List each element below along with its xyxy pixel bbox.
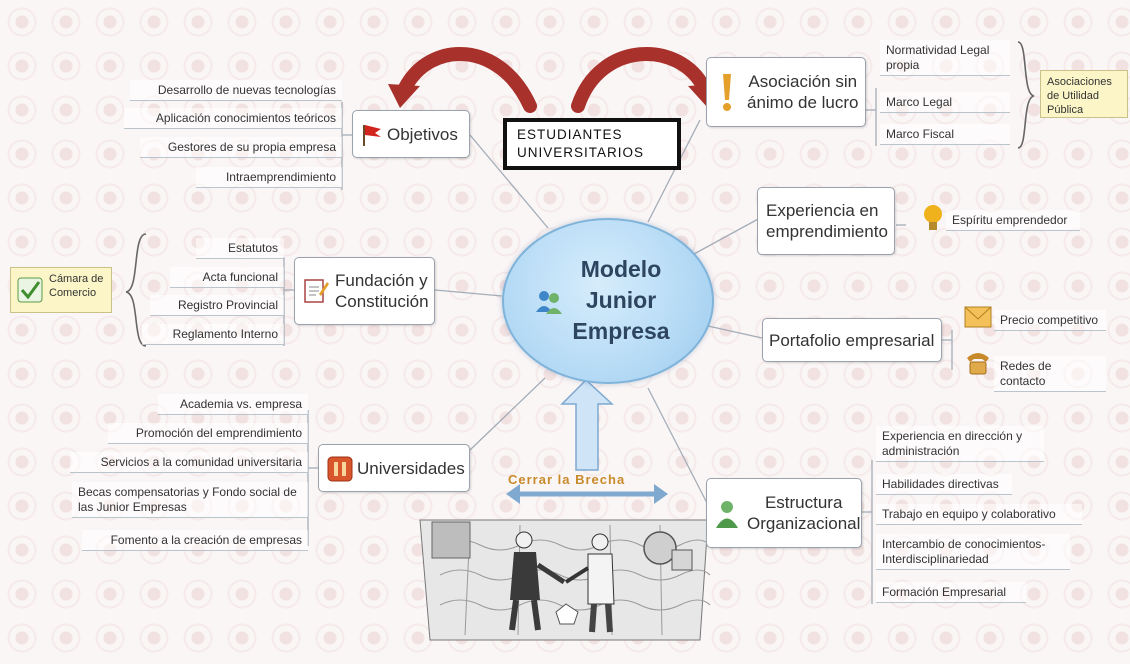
bridge-double-arrow	[506, 484, 668, 504]
fundacion-item[interactable]: Registro Provincial	[150, 295, 284, 316]
objetivos-label: Objetivos	[387, 124, 458, 144]
checkmark-icon	[17, 277, 43, 303]
fundacion-item[interactable]: Acta funcional	[170, 267, 284, 288]
fundacion-line-2: Constitución	[335, 292, 429, 311]
asociacion-item[interactable]: Normatividad Legal propia	[880, 40, 1010, 76]
central-node-title: Modelo Junior Empresa	[566, 254, 676, 347]
envelope-icon	[964, 306, 992, 328]
cerrar-la-brecha-label: Cerrar la Brecha	[508, 472, 626, 487]
estructura-item[interactable]: Formación Empresarial	[876, 582, 1026, 603]
center-line-1: Modelo	[580, 256, 662, 282]
universidades-item[interactable]: Promoción del emprendimiento	[108, 423, 308, 444]
asociacion-item[interactable]: Marco Fiscal	[880, 124, 1010, 145]
brace-asociacion	[1017, 41, 1035, 149]
experiencia-line-1: Experiencia en	[766, 201, 879, 220]
objetivos-node[interactable]: Objetivos	[352, 110, 470, 158]
camara-comercio-label: Cámara de Comercio	[49, 273, 104, 299]
experiencia-item[interactable]: Espíritu emprendedor	[946, 210, 1080, 231]
objetivos-item[interactable]: Desarrollo de nuevas tecnologías	[130, 80, 342, 101]
bridge-up-arrow	[560, 378, 614, 471]
asociacion-node[interactable]: Asociación sin ánimo de lucro	[706, 57, 866, 127]
camara-comercio-tag[interactable]: Cámara de Comercio	[10, 267, 112, 313]
objetivos-item[interactable]: Intraemprendimiento	[196, 167, 342, 188]
universidades-node[interactable]: Universidades	[318, 444, 470, 492]
universidades-item[interactable]: Becas compensatorias y Fondo social de l…	[72, 482, 308, 518]
center-line-3: Empresa	[572, 318, 670, 344]
universidades-label: Universidades	[357, 458, 465, 478]
universidades-item[interactable]: Academia vs. empresa	[158, 394, 308, 415]
left-curved-arrow	[388, 47, 537, 113]
estructura-line-1: Estructura	[764, 493, 843, 512]
universidades-item[interactable]: Servicios a la comunidad universitaria	[70, 452, 308, 473]
objetivos-item[interactable]: Aplicación conocimientos teóricos	[124, 108, 342, 129]
asociacion-line-2: ánimo de lucro	[747, 93, 859, 112]
central-node[interactable]	[502, 218, 714, 384]
people-icon	[536, 291, 562, 314]
title-line-2: UNIVERSITARIOS	[517, 145, 645, 160]
estudiantes-universitarios-box: ESTUDIANTES UNIVERSITARIOS	[503, 118, 681, 170]
lightbulb-icon	[924, 205, 942, 230]
handshake-illustration	[419, 519, 711, 641]
estructura-node[interactable]: Estructura Organizacional	[706, 478, 862, 548]
experiencia-node[interactable]: Experiencia en emprendimiento	[757, 187, 895, 255]
estructura-item[interactable]: Intercambio de conocimientos-Interdiscip…	[876, 534, 1070, 570]
objetivos-item[interactable]: Gestores de su propia empresa	[140, 137, 342, 158]
person-icon	[716, 501, 738, 528]
estructura-item[interactable]: Habilidades directivas	[876, 474, 1012, 495]
right-curved-arrow	[571, 47, 720, 113]
exclamation-icon	[723, 74, 731, 111]
estructura-line-2: Organizacional	[747, 514, 861, 533]
fundacion-node[interactable]: Fundación y Constitución	[294, 257, 435, 325]
asociaciones-utilidad-tag[interactable]: Asociaciones de Utilidad Pública	[1040, 70, 1128, 118]
estructura-item[interactable]: Trabajo en equipo y colaborativo	[876, 504, 1082, 525]
title-line-1: ESTUDIANTES	[517, 127, 623, 142]
asociacion-line-1: Asociación sin	[748, 72, 858, 91]
portafolio-label: Portafolio empresarial	[769, 330, 935, 350]
red-flag-icon	[363, 125, 381, 146]
portafolio-item[interactable]: Redes de contacto	[994, 356, 1106, 392]
estructura-item[interactable]: Experiencia en dirección y administració…	[876, 426, 1044, 462]
document-edit-icon	[304, 279, 329, 303]
fundacion-line-1: Fundación y	[335, 271, 428, 290]
portafolio-node[interactable]: Portafolio empresarial	[762, 318, 942, 362]
columns-icon	[327, 456, 353, 482]
telephone-icon	[967, 353, 989, 375]
fundacion-item[interactable]: Estatutos	[196, 238, 284, 259]
universidades-item[interactable]: Fomento a la creación de empresas	[82, 530, 308, 551]
experiencia-line-2: emprendimiento	[766, 222, 888, 241]
fundacion-item[interactable]: Reglamento Interno	[142, 324, 284, 345]
center-line-2: Junior	[585, 287, 657, 313]
portafolio-item[interactable]: Precio competitivo	[994, 310, 1106, 331]
brace-fundacion	[125, 233, 147, 347]
asociacion-item[interactable]: Marco Legal	[880, 92, 1010, 113]
